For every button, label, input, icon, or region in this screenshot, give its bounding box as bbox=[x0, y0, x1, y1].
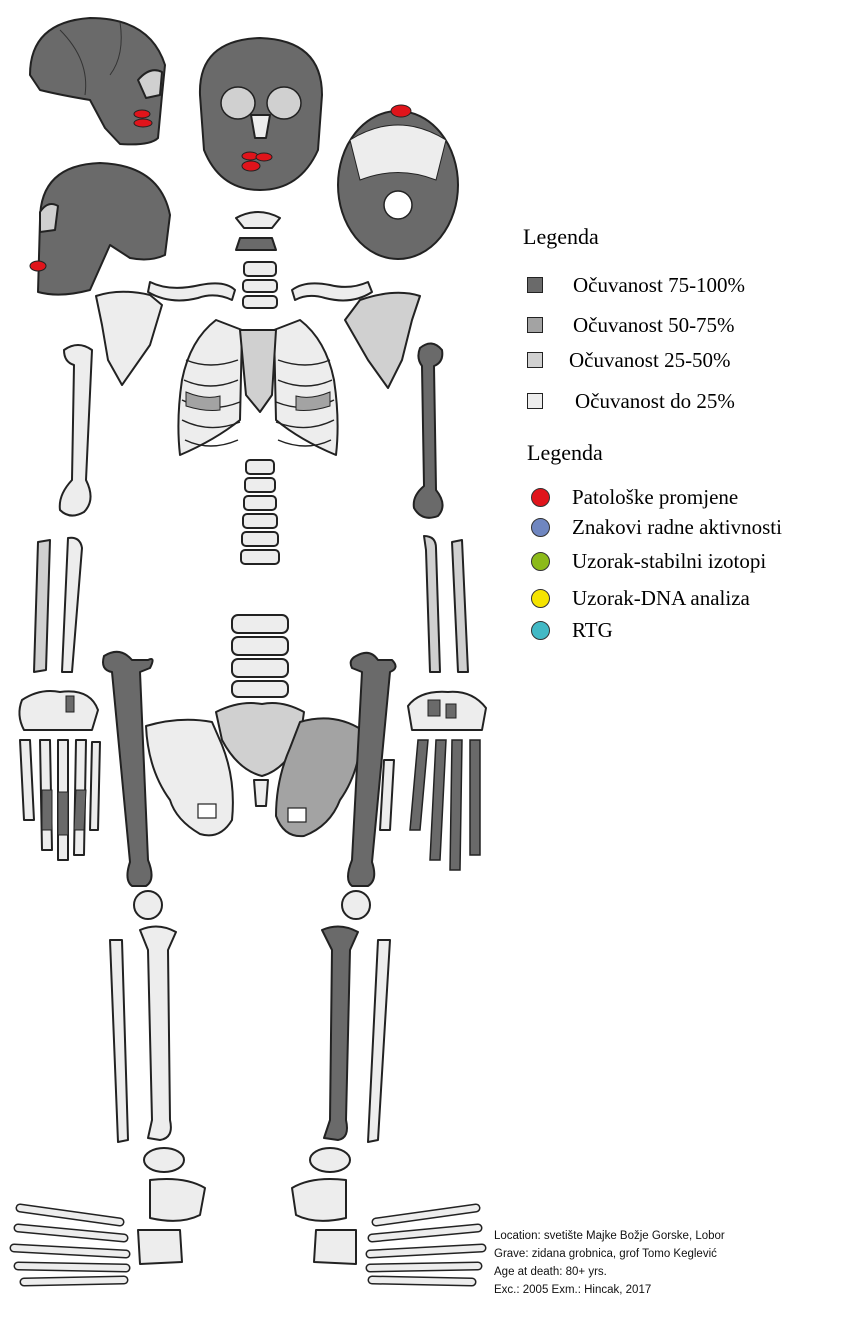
legend-swatch-dot bbox=[531, 589, 550, 608]
legend-item-label: Očuvanost 25-50% bbox=[569, 348, 731, 373]
legend-marker-item: Patološke promjene bbox=[531, 482, 738, 512]
legend-marker-item: RTG bbox=[531, 615, 613, 645]
left-foot bbox=[14, 1179, 205, 1282]
legend-marker-item: Znakovi radne aktivnosti bbox=[531, 512, 782, 542]
info-age: Age at death: 80+ yrs. bbox=[494, 1263, 839, 1281]
legend-swatch-dot bbox=[531, 621, 550, 640]
legend-swatch-dot bbox=[531, 518, 550, 537]
legend-item-label: Znakovi radne aktivnosti bbox=[572, 515, 782, 540]
legend-preservation-item: Očuvanost 50-75% bbox=[527, 310, 735, 340]
left-hand bbox=[19, 691, 100, 860]
legend-preservation-item: Očuvanost 75-100% bbox=[527, 270, 745, 300]
legend-item-label: RTG bbox=[572, 618, 613, 643]
legend-preservation-item: Očuvanost do 25% bbox=[527, 386, 735, 416]
legend-item-label: Očuvanost 75-100% bbox=[573, 273, 745, 298]
ribcage bbox=[178, 320, 337, 455]
skeleton-diagram bbox=[0, 0, 500, 1337]
legend-item-label: Uzorak-stabilni izotopi bbox=[572, 549, 766, 574]
legend-marker-item: Uzorak-stabilni izotopi bbox=[531, 546, 766, 576]
legend-marker-item: Uzorak-DNA analiza bbox=[531, 583, 750, 613]
skull-frontal bbox=[200, 38, 322, 190]
legend-item-label: Uzorak-DNA analiza bbox=[572, 586, 750, 611]
legend-preservation-item: Očuvanost 25-50% bbox=[527, 345, 731, 375]
legend-swatch-dot bbox=[531, 552, 550, 571]
info-grave: Grave: zidana grobnica, grof Tomo Keglev… bbox=[494, 1245, 839, 1263]
legend-item-label: Patološke promjene bbox=[572, 485, 738, 510]
legend-markers-title: Legenda bbox=[527, 440, 603, 466]
legend-swatch-square bbox=[527, 317, 543, 333]
legend-item-label: Očuvanost do 25% bbox=[575, 389, 735, 414]
pelvis bbox=[146, 703, 362, 836]
info-excavation: Exc.: 2005 Exm.: Hincak, 2017 bbox=[494, 1281, 839, 1299]
skull-lateral-left bbox=[30, 18, 165, 144]
skull-basal bbox=[338, 105, 458, 259]
legend-preservation-title: Legenda bbox=[523, 224, 599, 250]
legend-swatch-square bbox=[527, 393, 543, 409]
legend-swatch-square bbox=[527, 277, 543, 293]
site-info: Location: svetište Majke Božje Gorske, L… bbox=[494, 1227, 839, 1299]
legend-swatch-square bbox=[527, 352, 543, 368]
legend-item-label: Očuvanost 50-75% bbox=[573, 313, 735, 338]
right-foot bbox=[292, 1179, 482, 1282]
legend-swatch-dot bbox=[531, 488, 550, 507]
info-location: Location: svetište Majke Božje Gorske, L… bbox=[494, 1227, 839, 1245]
skull-lateral-right bbox=[30, 163, 170, 295]
right-hand bbox=[380, 692, 486, 870]
